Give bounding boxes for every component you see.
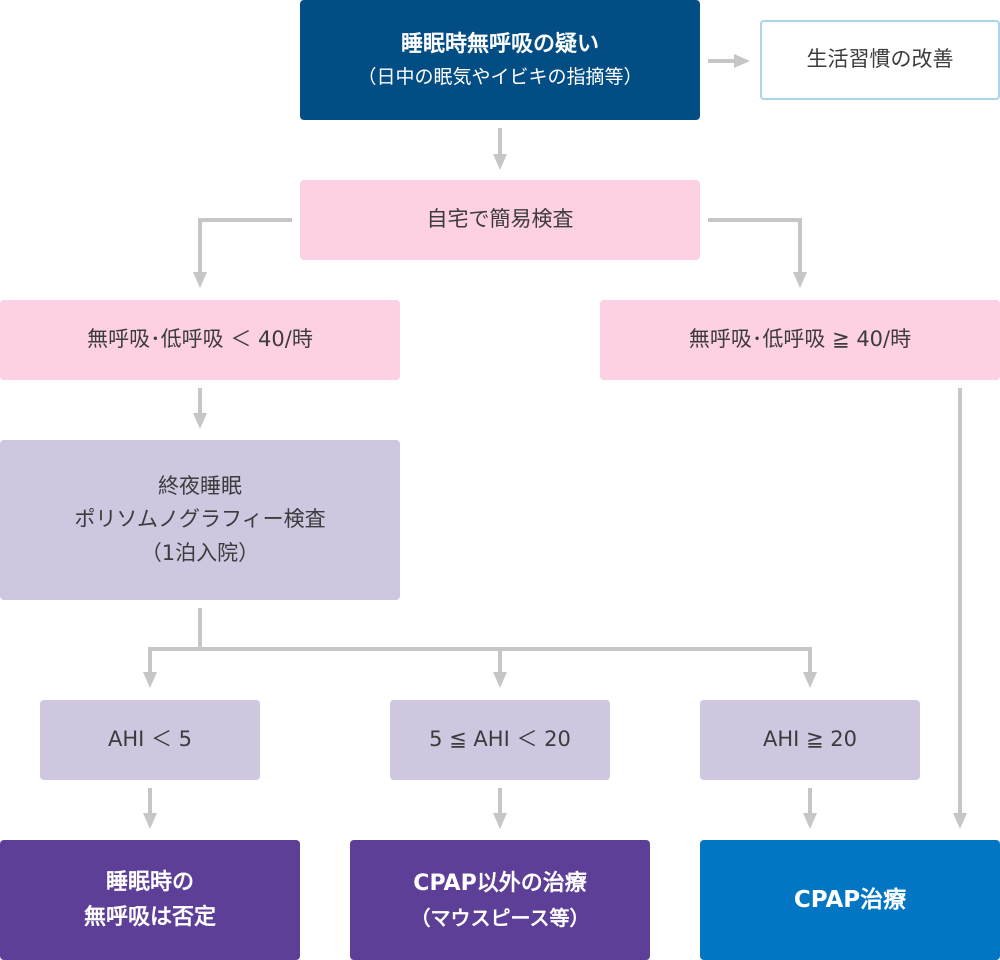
lifestyle-node: 生活習慣の改善 xyxy=(760,20,1000,100)
arrow-to-high-index xyxy=(708,218,802,274)
low-index-node: 無呼吸･低呼吸 ＜ 40/時 xyxy=(0,300,400,380)
cpap-node: CPAP治療 xyxy=(700,840,1000,960)
arrowhead-negative xyxy=(143,813,157,829)
other-treatment-line2: （マウスピース等） xyxy=(410,905,590,930)
psg-branch-bar xyxy=(148,647,812,674)
suspicion-subtitle: （日中の眠気やイビキの指摘等） xyxy=(357,66,643,89)
arrow-to-low-index xyxy=(198,218,292,274)
ahi-low-label: AHI ＜ 5 xyxy=(107,727,193,752)
arrowhead-high-index xyxy=(793,272,807,288)
ahi-high-node: AHI ≧ 20 xyxy=(700,700,920,780)
home-test-label: 自宅で簡易検査 xyxy=(426,207,574,232)
ahi-mid-label: 5 ≦ AHI ＜ 20 xyxy=(429,727,571,752)
arrowhead-cpap-from-high-index xyxy=(953,813,967,829)
arrowhead-psg xyxy=(193,413,207,429)
arrowhead-ahi-mid xyxy=(493,672,507,688)
arrowhead-ahi-low xyxy=(143,672,157,688)
other-treatment-line1: CPAP以外の治療 xyxy=(413,871,587,897)
arrowhead-lifestyle xyxy=(734,54,750,68)
negative-line1: 睡眠時の xyxy=(105,869,194,895)
arrowhead-low-index xyxy=(193,272,207,288)
cpap-label: CPAP治療 xyxy=(793,886,907,913)
ahi-low-node: AHI ＜ 5 xyxy=(40,700,260,780)
home-test-node: 自宅で簡易検査 xyxy=(300,180,700,260)
negative-line2: 無呼吸は否定 xyxy=(83,905,216,930)
psg-line1: 終夜睡眠 xyxy=(158,473,242,498)
suspicion-node: 睡眠時無呼吸の疑い （日中の眠気やイビキの指摘等） xyxy=(300,0,700,120)
arrowhead-home-test xyxy=(493,154,507,170)
psg-line2: ポリソムノグラフィー検査 xyxy=(74,507,326,532)
ahi-mid-node: 5 ≦ AHI ＜ 20 xyxy=(390,700,610,780)
psg-line3: （1泊入院） xyxy=(140,540,260,565)
other-treatment-node: CPAP以外の治療 （マウスピース等） xyxy=(350,840,650,960)
psg-node: 終夜睡眠 ポリソムノグラフィー検査 （1泊入院） xyxy=(0,440,400,600)
high-index-label: 無呼吸･低呼吸 ≧ 40/時 xyxy=(688,327,912,352)
low-index-label: 無呼吸･低呼吸 ＜ 40/時 xyxy=(87,327,313,352)
ahi-high-label: AHI ≧ 20 xyxy=(762,727,858,752)
lifestyle-label: 生活習慣の改善 xyxy=(806,47,954,72)
high-index-node: 無呼吸･低呼吸 ≧ 40/時 xyxy=(600,300,1000,380)
arrowhead-ahi-high xyxy=(803,672,817,688)
negative-node: 睡眠時の 無呼吸は否定 xyxy=(0,840,300,960)
arrowhead-cpap-from-ahi xyxy=(803,813,817,829)
arrowhead-other-treatment xyxy=(493,813,507,829)
suspicion-title: 睡眠時無呼吸の疑い xyxy=(400,32,599,58)
